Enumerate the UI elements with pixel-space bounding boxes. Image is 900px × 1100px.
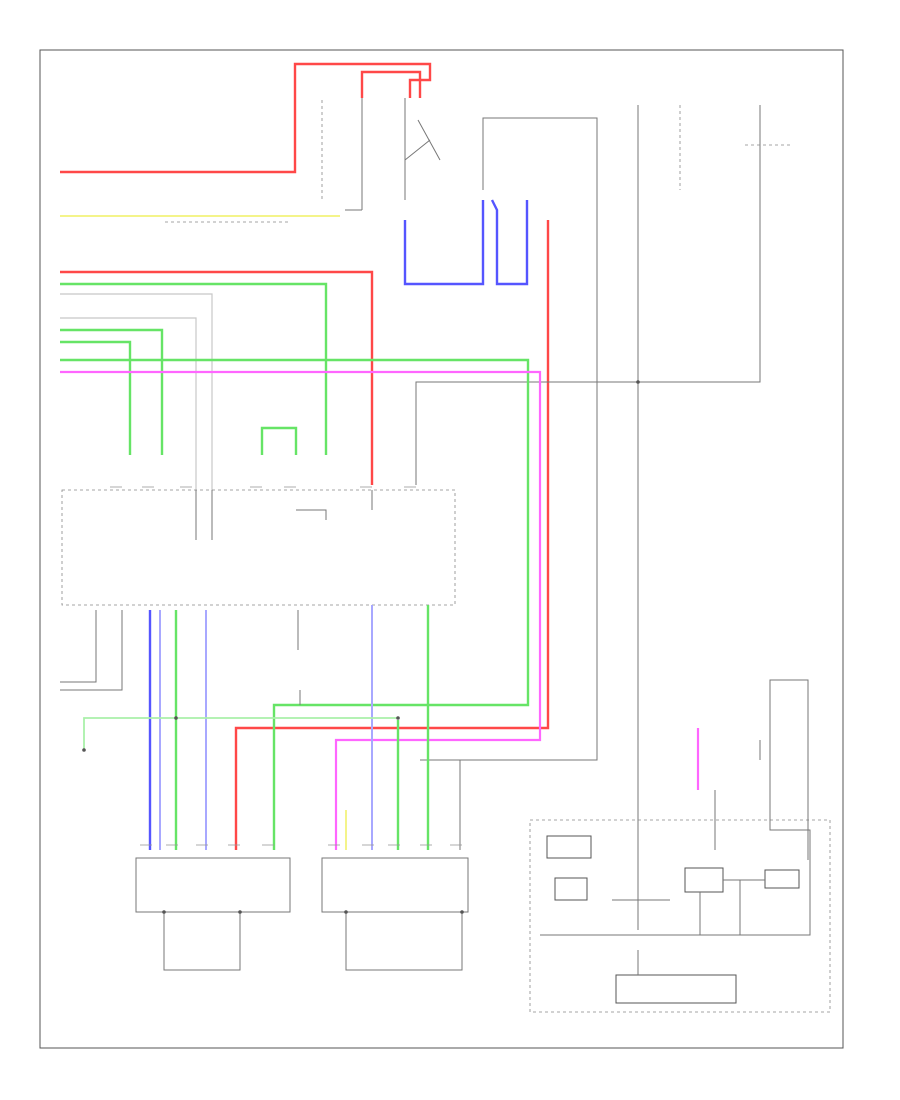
- connector-right: [321, 857, 469, 913]
- ground-right: [345, 912, 463, 971]
- wire-pink-mid: [60, 370, 542, 850]
- relay-switch: [404, 98, 441, 200]
- pin-ticks: [110, 486, 462, 846]
- wire-green-mid-3: [60, 340, 132, 455]
- wire-red-top: [60, 62, 432, 174]
- meter-block-3: [684, 867, 724, 893]
- wire-green-mid-4: [60, 358, 530, 850]
- wire-blue-top-a: [403, 200, 485, 286]
- wire-gray-left: [60, 610, 123, 691]
- wire-gray-module: [195, 490, 213, 540]
- wire-gray-mid-1: [60, 293, 213, 490]
- wire-green-mid-2: [60, 328, 164, 455]
- meter-dash-box: [529, 819, 831, 1013]
- wire-lgreen-ground: [83, 717, 398, 750]
- module-box-top: [420, 117, 598, 761]
- wire-green-mid-1: [60, 282, 328, 455]
- meter-block-1: [546, 835, 592, 859]
- meter-block-5: [615, 974, 737, 1004]
- connector-left: [135, 857, 291, 913]
- wire-gray-right-3: [638, 105, 761, 383]
- switch-line: [345, 98, 363, 211]
- ground-left: [163, 912, 241, 971]
- wire-gray-mid-2: [60, 317, 197, 490]
- wire-red-top-2: [360, 70, 422, 98]
- wire-red-mid: [60, 270, 374, 485]
- meter-small-lines: [714, 740, 761, 850]
- module-inner-line: [296, 490, 373, 520]
- dash-right-top: [679, 105, 790, 190]
- diagram-frame: [39, 49, 844, 1049]
- meter-lines: [540, 679, 811, 975]
- meter-block-2: [554, 877, 588, 901]
- wire-green-loop: [260, 426, 298, 455]
- wire-red-right: [234, 220, 550, 850]
- wire-gray-low: [297, 610, 301, 705]
- wire-blue-top-b: [490, 199, 529, 286]
- module-dash-box: [61, 489, 456, 606]
- meter-block-4: [764, 869, 800, 889]
